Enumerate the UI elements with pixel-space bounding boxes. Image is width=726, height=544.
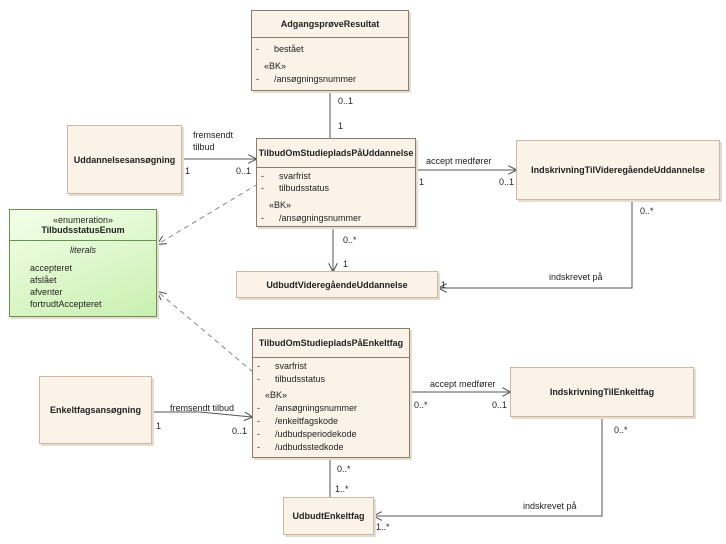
attribute-ansoegningsnummer: /ansøgningsnummer bbox=[275, 403, 358, 413]
class-name: TilbudOmStudiepladsPåEnkeltfag bbox=[253, 329, 409, 358]
attribute-tilbudsstatus: tilbudsstatus bbox=[275, 374, 326, 384]
visibility-marker: - bbox=[261, 171, 264, 181]
multiplicity: 0..1 bbox=[338, 96, 354, 106]
attribute-enkeltfagskode: /enkeltfagskode bbox=[275, 416, 339, 426]
literal-item: afventer bbox=[30, 287, 63, 297]
class-tilbud-om-studieplads-paa-enkeltfag[interactable]: TilbudOmStudiepladsPåEnkeltfag - svarfri… bbox=[252, 328, 410, 458]
visibility-marker: - bbox=[257, 403, 260, 413]
class-name: TilbudOmStudiepladsPåUddannelse bbox=[257, 139, 415, 168]
literals-heading: literals bbox=[69, 245, 96, 255]
visibility-marker: - bbox=[256, 74, 259, 84]
visibility-marker: - bbox=[261, 183, 264, 193]
class-tilbud-om-studieplads-paa-uddannelse[interactable]: TilbudOmStudiepladsPåUddannelse - svarfr… bbox=[256, 138, 416, 227]
dependency-tilbud-enk-enum[interactable] bbox=[158, 292, 254, 373]
multiplicity: 0..* bbox=[614, 425, 628, 435]
enum-stereotype: «enumeration» bbox=[52, 215, 114, 225]
multiplicity: 0..* bbox=[343, 235, 357, 245]
multiplicity: 1 bbox=[419, 177, 425, 187]
visibility-marker: - bbox=[256, 44, 259, 54]
class-name: UdbudtEnkeltfag bbox=[292, 511, 365, 521]
class-name: IndskrivningTilVideregåendeUddannelse bbox=[531, 165, 705, 175]
multiplicity: 0..1 bbox=[492, 400, 508, 410]
association-label: fremsendt bbox=[193, 130, 234, 140]
class-udbudt-enkeltfag[interactable]: UdbudtEnkeltfag bbox=[283, 497, 374, 535]
bk-stereotype: «BK» bbox=[264, 61, 287, 71]
class-name: Enkeltfagsansøgning bbox=[49, 405, 141, 415]
assoc-indskrevet-udd[interactable] bbox=[439, 200, 633, 288]
class-udbudt-videregaaende-uddannelse[interactable]: UdbudtVideregåendeUddannelse bbox=[236, 271, 438, 298]
multiplicity: 0..1 bbox=[236, 166, 252, 176]
class-enkeltfagsansoegning[interactable]: Enkeltfagsansøgning bbox=[39, 376, 152, 444]
association-label: tilbud bbox=[193, 142, 215, 152]
enum-header: «enumeration» TilbudsstatusEnum bbox=[10, 210, 156, 241]
bk-stereotype: «BK» bbox=[269, 200, 292, 210]
multiplicity: 1 bbox=[343, 259, 349, 269]
multiplicity: 1..* bbox=[335, 484, 349, 494]
multiplicity: 1 bbox=[156, 421, 162, 431]
class-indskrivning-til-videregaaende-uddannelse[interactable]: IndskrivningTilVideregåendeUddannelse bbox=[516, 140, 720, 200]
attribute-svarfrist: svarfrist bbox=[279, 171, 311, 181]
multiplicity: 0..1 bbox=[499, 177, 515, 187]
attribute-udbudsperiodekode: /udbudsperiodekode bbox=[275, 429, 357, 439]
dependency-tilbud-udd-enum[interactable] bbox=[158, 183, 259, 244]
visibility-marker: - bbox=[257, 361, 260, 371]
multiplicity: 0..* bbox=[414, 400, 428, 410]
enum-tilbudsstatus[interactable]: «enumeration» TilbudsstatusEnum literals… bbox=[9, 209, 157, 317]
class-name: Uddannelsesansøgning bbox=[73, 154, 176, 165]
association-label: fremsendt tilbud bbox=[170, 403, 235, 413]
multiplicity: 0..1 bbox=[232, 426, 248, 436]
visibility-marker: - bbox=[257, 416, 260, 426]
class-name: AdgangsprøveResultat bbox=[252, 11, 408, 38]
association-label: indskrevet på bbox=[523, 501, 577, 511]
class-name: UdbudtVideregåendeUddannelse bbox=[266, 279, 408, 290]
literal-item: afslået bbox=[30, 275, 57, 285]
literal-item: accepteret bbox=[30, 263, 73, 273]
multiplicity: 1 bbox=[185, 166, 191, 176]
multiplicity: 0..* bbox=[640, 206, 654, 216]
visibility-marker: - bbox=[257, 429, 260, 439]
visibility-marker: - bbox=[257, 374, 260, 384]
multiplicity: 1 bbox=[441, 280, 447, 290]
association-label: indskrevet på bbox=[549, 272, 603, 282]
multiplicity: 1 bbox=[338, 121, 344, 131]
visibility-marker: - bbox=[257, 442, 260, 452]
visibility-marker: - bbox=[261, 213, 264, 223]
bk-stereotype: «BK» bbox=[265, 390, 288, 400]
class-name: IndskrivningTilEnkeltfag bbox=[549, 387, 655, 397]
multiplicity: 1..* bbox=[376, 522, 390, 532]
attribute-ansoegningsnummer: /ansøgningsnummer bbox=[274, 74, 357, 84]
association-label: accept medfører bbox=[426, 156, 492, 166]
multiplicity: 0..* bbox=[337, 464, 351, 474]
class-adgangsproeveresultat[interactable]: AdgangsprøveResultat - bestået «BK» - /a… bbox=[251, 10, 409, 91]
assoc-fremsendt-tilbud-enk[interactable] bbox=[152, 411, 252, 417]
attribute-tilbudsstatus: tilbudsstatus bbox=[279, 183, 330, 193]
attribute-ansoegningsnummer: /ansøgningsnummer bbox=[279, 213, 362, 223]
class-uddannelsesansoegning[interactable]: Uddannelsesansøgning bbox=[67, 125, 182, 194]
attribute-udbudsstedkode: /udbudsstedkode bbox=[275, 442, 344, 452]
attribute-bestaaet: bestået bbox=[274, 44, 304, 54]
class-indskrivning-til-enkeltfag[interactable]: IndskrivningTilEnkeltfag bbox=[510, 367, 694, 417]
assoc-indskrevet-enk[interactable] bbox=[374, 418, 603, 516]
enum-name: TilbudsstatusEnum bbox=[41, 225, 125, 235]
literal-item: fortrudtAccepteret bbox=[30, 299, 102, 309]
association-label: accept medfører bbox=[430, 379, 496, 389]
attribute-svarfrist: svarfrist bbox=[275, 361, 307, 371]
